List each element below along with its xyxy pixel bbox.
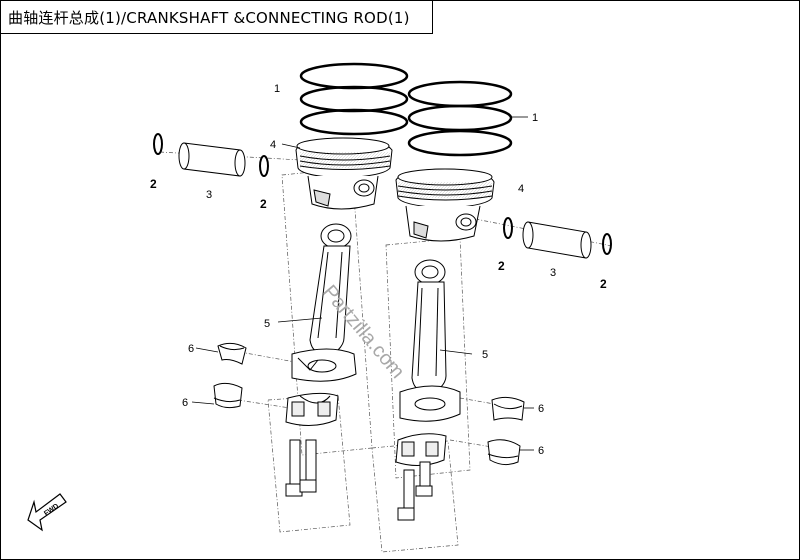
circlip-right-outer <box>602 233 612 255</box>
callout-rod-right: 5 <box>482 349 488 361</box>
rod-bolts-left <box>285 439 317 497</box>
piston-pin-right <box>522 221 592 259</box>
callout-rings-left: 1 <box>274 83 280 95</box>
piston-rings-right <box>407 80 513 157</box>
guide-left-bearing-lower <box>237 399 291 409</box>
guide-left-bearing-upper <box>239 351 296 363</box>
bearing-shell-right-upper <box>491 396 525 421</box>
circlip-right-inner <box>503 217 513 239</box>
callout-bearing-left-upper: 6 <box>188 343 194 355</box>
bearing-shell-right-lower <box>487 439 521 466</box>
callout-pin-right: 3 <box>550 267 556 279</box>
ring-left-top <box>299 62 409 90</box>
ring-right-top <box>407 80 513 108</box>
guide-right-rod-upper <box>385 237 471 479</box>
callout-rod-left: 5 <box>264 318 270 330</box>
forward-direction-arrow: FWD <box>27 493 67 532</box>
callout-pin-left: 3 <box>206 189 212 201</box>
leader-piston-left <box>281 143 301 149</box>
piston-right <box>395 168 495 242</box>
piston-pin-left <box>178 142 246 177</box>
piston-rings-left <box>299 62 409 136</box>
leader-bearing-left-upper <box>195 347 219 353</box>
ring-left-bottom <box>299 108 409 136</box>
callout-bearing-left-lower: 6 <box>182 397 188 409</box>
callout-clip-right-inner: 2 <box>498 259 505 273</box>
guide-right-rod-lower <box>371 440 459 553</box>
rod-cap-right <box>395 433 447 466</box>
ring-left-middle <box>299 85 409 113</box>
connecting-rod-right <box>399 259 461 422</box>
guide-right-bearing-lower <box>449 439 499 449</box>
callout-leaders <box>191 116 534 451</box>
leader-rod-right <box>439 349 473 355</box>
connecting-rod-left <box>291 223 357 382</box>
circlip-left-outer <box>153 133 163 155</box>
callout-piston-left: 4 <box>270 139 276 151</box>
callout-piston-right: 4 <box>518 183 524 195</box>
callout-labels: 1 1 2 2 2 2 3 3 4 4 5 5 6 6 6 6 <box>150 83 607 457</box>
ring-right-bottom <box>407 129 513 157</box>
callout-rings-right: 1 <box>532 112 538 124</box>
callout-clip-left-outer: 2 <box>150 177 157 191</box>
title-box: 曲轴连杆总成(1)/CRANKSHAFT &CONNECTING ROD(1) <box>0 0 433 34</box>
ring-right-middle <box>407 104 513 132</box>
leader-bearing-left-lower <box>191 401 215 405</box>
bearing-shell-left-upper <box>217 342 247 365</box>
circlip-left-inner <box>259 155 269 177</box>
callout-bearing-right-upper: 6 <box>538 403 544 415</box>
callout-clip-left-inner: 2 <box>260 197 267 211</box>
rod-cap-left <box>285 392 339 426</box>
leader-rod-left <box>277 317 323 323</box>
callout-bearing-right-lower: 6 <box>538 445 544 457</box>
callout-clip-right-outer: 2 <box>600 277 607 291</box>
bearing-shell-left-lower <box>213 382 243 409</box>
piston-left <box>295 137 393 210</box>
rod-bolts-right <box>397 461 433 521</box>
diagram-title: 曲轴连杆总成(1)/CRANKSHAFT &CONNECTING ROD(1) <box>8 9 410 27</box>
